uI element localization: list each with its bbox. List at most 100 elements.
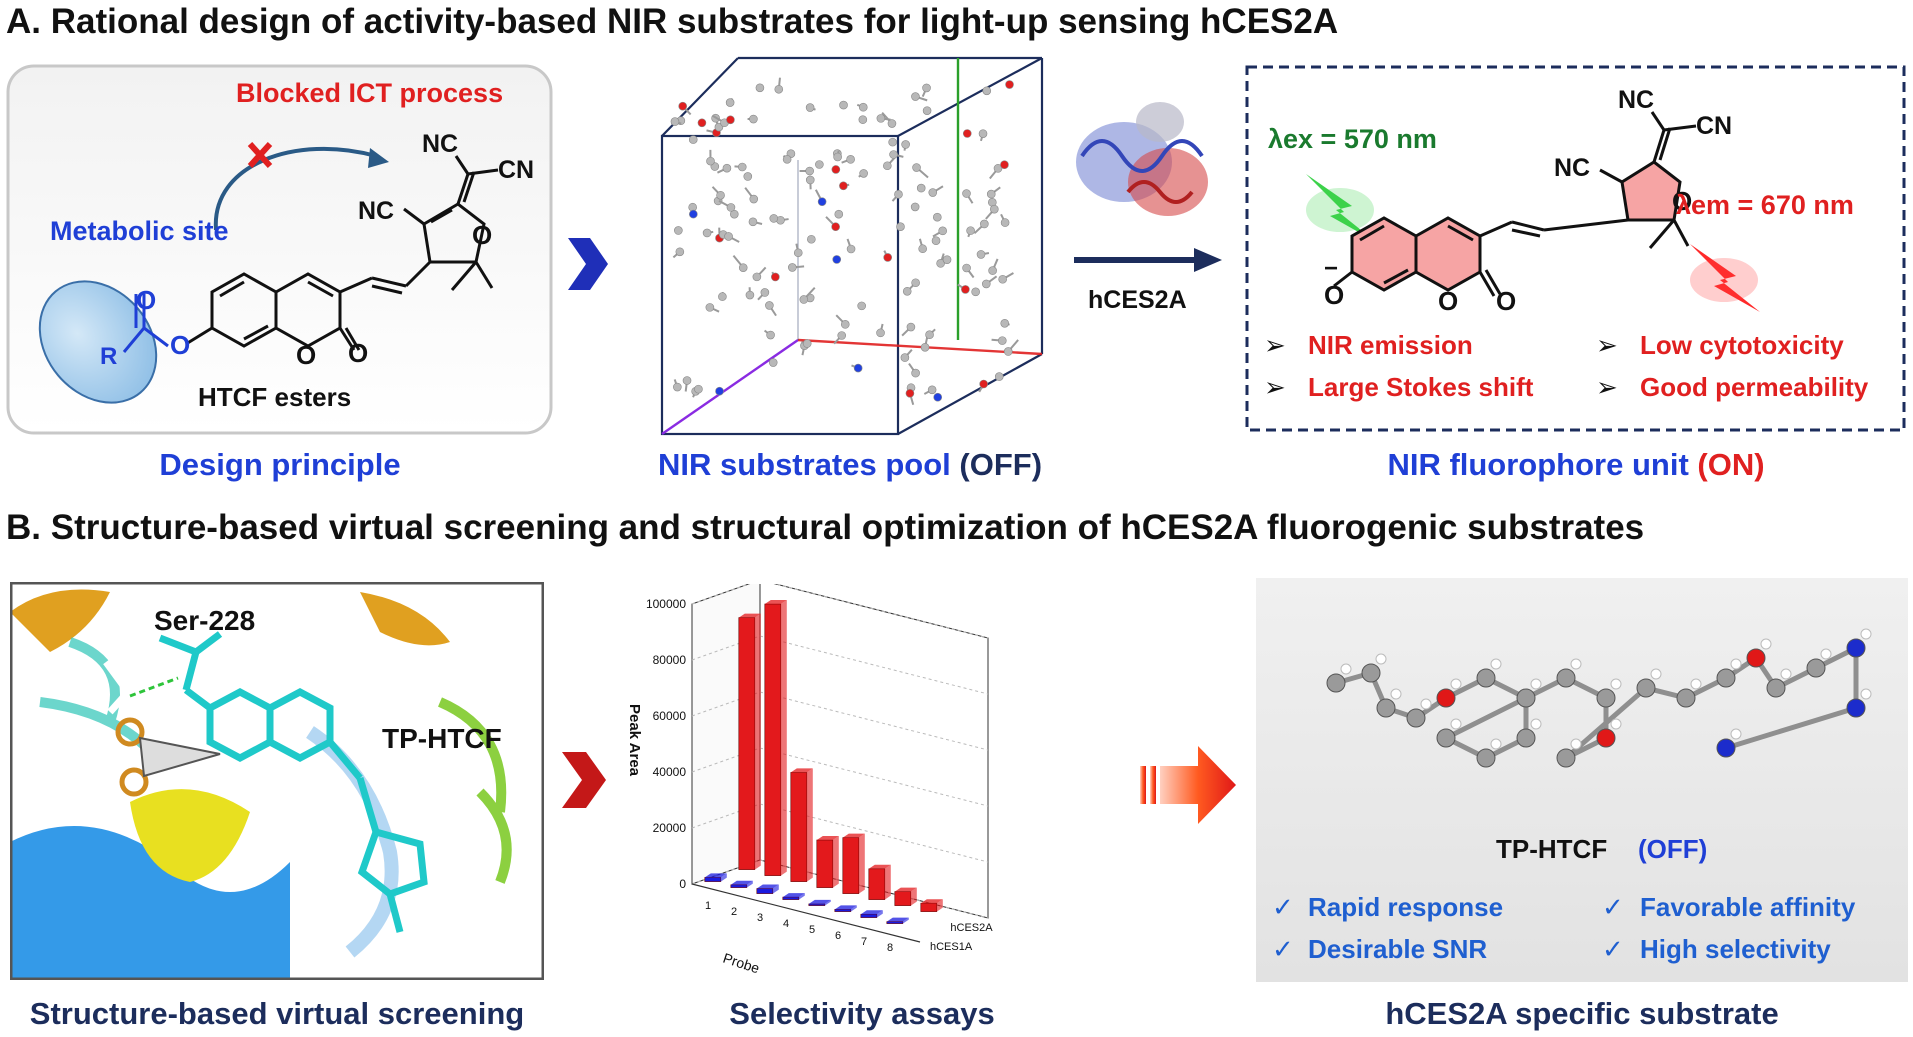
- atom: [749, 114, 758, 124]
- model-atom: [1556, 748, 1576, 768]
- atom: [857, 301, 866, 311]
- atom: [998, 336, 1007, 345]
- atom: [912, 163, 921, 172]
- dashed-frame: [1245, 65, 1906, 432]
- htcf-fluorophore-structure: O − O O O NC NC CN λex = 570 nm λem = 67…: [1245, 65, 1906, 432]
- atom: [706, 156, 715, 166]
- hydrogen-atom: [1860, 628, 1872, 640]
- hydrogen-atom: [1530, 678, 1542, 690]
- atom: [831, 222, 840, 232]
- atom: [889, 150, 898, 159]
- hydrogen-atom: [1530, 718, 1542, 730]
- atom: [936, 259, 945, 268]
- atom: [766, 330, 775, 340]
- chart-x-label: Probe: [721, 950, 762, 977]
- lambda-em-label: λem = 670 nm: [1676, 190, 1854, 220]
- x-tick-label: 3: [757, 912, 763, 924]
- atom: [768, 358, 778, 367]
- tp-htcf-ball-stick-model: TP-HTCF (OFF) ✓ Rapid response ✓ Desirab…: [1256, 578, 1908, 982]
- atom-o-double: O: [1496, 286, 1516, 316]
- atom: [771, 272, 780, 282]
- atom: [1000, 160, 1009, 169]
- atom: [702, 228, 712, 238]
- atom: [675, 247, 685, 257]
- check-rapid-response: Rapid response: [1308, 892, 1503, 922]
- hydrogen-atom: [1730, 728, 1742, 740]
- atom: [1000, 218, 1010, 227]
- hydrogen-atom: [1450, 678, 1462, 690]
- bullet-icon: ➢: [1596, 330, 1618, 360]
- feature-stokes-shift: Large Stokes shift: [1308, 372, 1534, 402]
- atom: [901, 140, 910, 149]
- atom: [922, 106, 932, 115]
- x-tick-label: 4: [783, 918, 789, 930]
- atom: [942, 255, 952, 264]
- bar-side: [858, 833, 865, 894]
- atom: [910, 202, 920, 212]
- atom: [853, 363, 863, 373]
- atom-nc-3: NC: [358, 197, 394, 225]
- model-atom: [1406, 708, 1426, 728]
- hydrogen-atom: [1390, 688, 1402, 700]
- atom: [920, 342, 930, 352]
- bar: [738, 617, 756, 870]
- bar: [868, 868, 886, 900]
- feature-nir-emission: NIR emission: [1308, 330, 1473, 360]
- chevron-right-icon: [568, 238, 608, 290]
- atom-r: R: [100, 343, 117, 370]
- red-arrow-icon: [1140, 746, 1236, 824]
- bar-top: [816, 836, 839, 840]
- atom-o-carbonyl: O: [136, 285, 156, 315]
- hydrogen-atom: [1610, 718, 1622, 730]
- atom: [911, 368, 920, 378]
- atom: [883, 253, 892, 262]
- bar-side: [884, 864, 891, 900]
- atom: [988, 266, 997, 275]
- bar-side: [902, 917, 909, 924]
- hydrogen-atom: [1860, 688, 1872, 700]
- pool-caption-state: (OFF): [959, 447, 1043, 482]
- fluorophore-caption: NIR fluorophore unit (ON): [1244, 447, 1908, 483]
- atom: [799, 295, 809, 304]
- model-atom: [1846, 698, 1866, 718]
- metabolic-site-ellipse: [38, 280, 158, 404]
- atom: [805, 103, 815, 112]
- model-atom: [1596, 728, 1616, 748]
- docking-panel: Ser-228 TP-HTCF: [9, 581, 545, 1002]
- x-tick-label: 6: [835, 930, 841, 942]
- atom: [724, 232, 733, 241]
- hydrogen-atom: [1780, 668, 1792, 680]
- atom: [748, 217, 758, 227]
- bar-side: [772, 884, 779, 894]
- atom: [697, 118, 707, 128]
- fluorophore-panel: O − O O O NC NC CN λex = 570 nm λem = 67…: [1244, 64, 1908, 434]
- substrates-pool-caption: NIR substrates pool (OFF): [640, 447, 1060, 483]
- metabolic-site-label: Metabolic site: [50, 216, 229, 246]
- atom: [896, 222, 905, 231]
- bar-side: [806, 768, 813, 882]
- atom: [726, 203, 736, 212]
- bar: [842, 837, 860, 894]
- atom: [986, 189, 996, 199]
- substrates-pool-panel: [640, 50, 1060, 450]
- bar: [730, 884, 748, 888]
- design-principle-caption: Design principle: [159, 447, 401, 482]
- bullet-icon: ➢: [1264, 330, 1286, 360]
- atom: [993, 164, 1003, 173]
- atom: [979, 379, 988, 389]
- check-icon: ✓: [1602, 892, 1624, 922]
- atom-cn-2: CN: [498, 156, 534, 184]
- atom-nc-1: NC: [422, 130, 458, 158]
- hces2a-arrow-label: hCES2A: [1088, 286, 1187, 314]
- atom: [982, 86, 992, 96]
- hydrogen-atom: [1340, 663, 1352, 675]
- bar-top: [782, 893, 805, 898]
- htcf-ester-structure: O R O O O O NC NC CN Blocked ICT process…: [6, 64, 553, 435]
- bar-side: [754, 613, 761, 870]
- docking-pose-image: Ser-228 TP-HTCF: [9, 581, 545, 1002]
- bar: [764, 603, 782, 876]
- hydrogen-atom: [1760, 638, 1772, 650]
- emission-bolt-icon: [1690, 244, 1760, 312]
- atom: [906, 322, 916, 332]
